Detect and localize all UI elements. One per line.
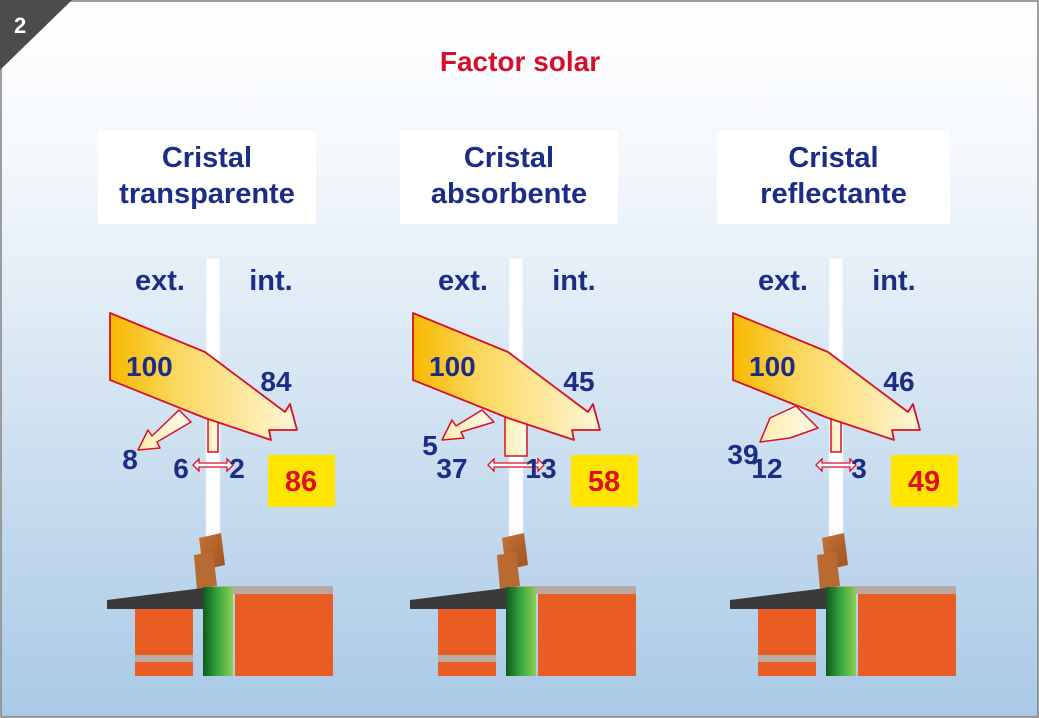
panel-title-box bbox=[98, 131, 316, 224]
wall-joint bbox=[135, 655, 193, 662]
reradiated-out-value: 37 bbox=[436, 453, 467, 484]
wall-inner bbox=[235, 594, 333, 676]
corner-badge bbox=[0, 0, 72, 70]
solar-ray-arrow bbox=[412, 312, 601, 441]
sill bbox=[410, 587, 514, 609]
frame-lower-block bbox=[817, 552, 840, 590]
frame-lower-block bbox=[497, 552, 520, 590]
wall-outer bbox=[758, 609, 816, 676]
panel-title-box bbox=[717, 131, 950, 224]
solar-factor-box bbox=[891, 455, 958, 507]
re-emission-arrow bbox=[192, 457, 234, 473]
panel-title-line1: Cristal bbox=[788, 142, 878, 174]
reflected-value: 39 bbox=[727, 439, 758, 470]
solar-factor-box bbox=[268, 455, 335, 507]
solar-factor-value: 58 bbox=[588, 466, 620, 498]
transmitted-value: 45 bbox=[563, 366, 594, 397]
reflected-arrow bbox=[759, 405, 819, 443]
page-title: Factor solar bbox=[440, 46, 600, 77]
panel-title-line2: transparente bbox=[119, 178, 295, 210]
exterior-label: ext. bbox=[758, 265, 808, 297]
exterior-label: ext. bbox=[438, 265, 488, 297]
lintel bbox=[838, 586, 956, 594]
reflected-value: 8 bbox=[122, 444, 138, 475]
incident-value: 100 bbox=[429, 351, 476, 382]
wall-inner bbox=[538, 594, 636, 676]
panel-2: Cristal absorbente ext. int. 100 45 537 13 58 bbox=[400, 131, 638, 676]
wall-outer bbox=[135, 609, 193, 676]
transmitted-value: 46 bbox=[883, 366, 914, 397]
interior-label: int. bbox=[552, 265, 596, 297]
interior-label: int. bbox=[872, 265, 916, 297]
wall-joint bbox=[438, 655, 496, 662]
solar-ray-arrow bbox=[732, 312, 921, 441]
reflected-arrow bbox=[137, 409, 192, 451]
exterior-label: ext. bbox=[135, 265, 185, 297]
re-emission-arrow bbox=[487, 457, 545, 473]
panel-title-line1: Cristal bbox=[162, 142, 252, 174]
insulation-layer bbox=[203, 587, 233, 676]
panel-title-box bbox=[400, 131, 618, 224]
incident-value: 100 bbox=[126, 351, 173, 382]
solar-factor-value: 49 bbox=[908, 466, 940, 498]
slide-number: 2 bbox=[14, 13, 26, 38]
frame-lower-block bbox=[194, 552, 217, 590]
reflected-value: 5 bbox=[422, 430, 438, 461]
reradiated-in-value: 3 bbox=[851, 453, 867, 484]
wall-outer bbox=[438, 609, 496, 676]
solar-factor-box bbox=[571, 455, 638, 507]
wall-joint bbox=[758, 655, 816, 662]
reradiated-in-value: 2 bbox=[229, 453, 245, 484]
panel-title-line2: absorbente bbox=[431, 178, 587, 210]
sill bbox=[730, 587, 834, 609]
insulation-layer bbox=[506, 587, 536, 676]
sill bbox=[107, 587, 211, 609]
lintel bbox=[215, 586, 333, 594]
solar-factor-value: 86 bbox=[285, 466, 317, 498]
reradiated-out-value: 12 bbox=[751, 453, 782, 484]
reradiated-out-value: 6 bbox=[173, 453, 189, 484]
lintel bbox=[518, 586, 636, 594]
reradiated-in-value: 13 bbox=[525, 453, 556, 484]
re-emission-arrow bbox=[815, 457, 857, 473]
incident-value: 100 bbox=[749, 351, 796, 382]
panel-title-line2: reflectante bbox=[760, 178, 907, 210]
insulation-layer bbox=[826, 587, 856, 676]
wall-inner bbox=[858, 594, 956, 676]
solar-ray-arrow bbox=[109, 312, 298, 441]
reflected-arrow bbox=[441, 409, 495, 441]
interior-label: int. bbox=[249, 265, 293, 297]
transmitted-value: 84 bbox=[260, 366, 292, 397]
panel-title-line1: Cristal bbox=[464, 142, 554, 174]
